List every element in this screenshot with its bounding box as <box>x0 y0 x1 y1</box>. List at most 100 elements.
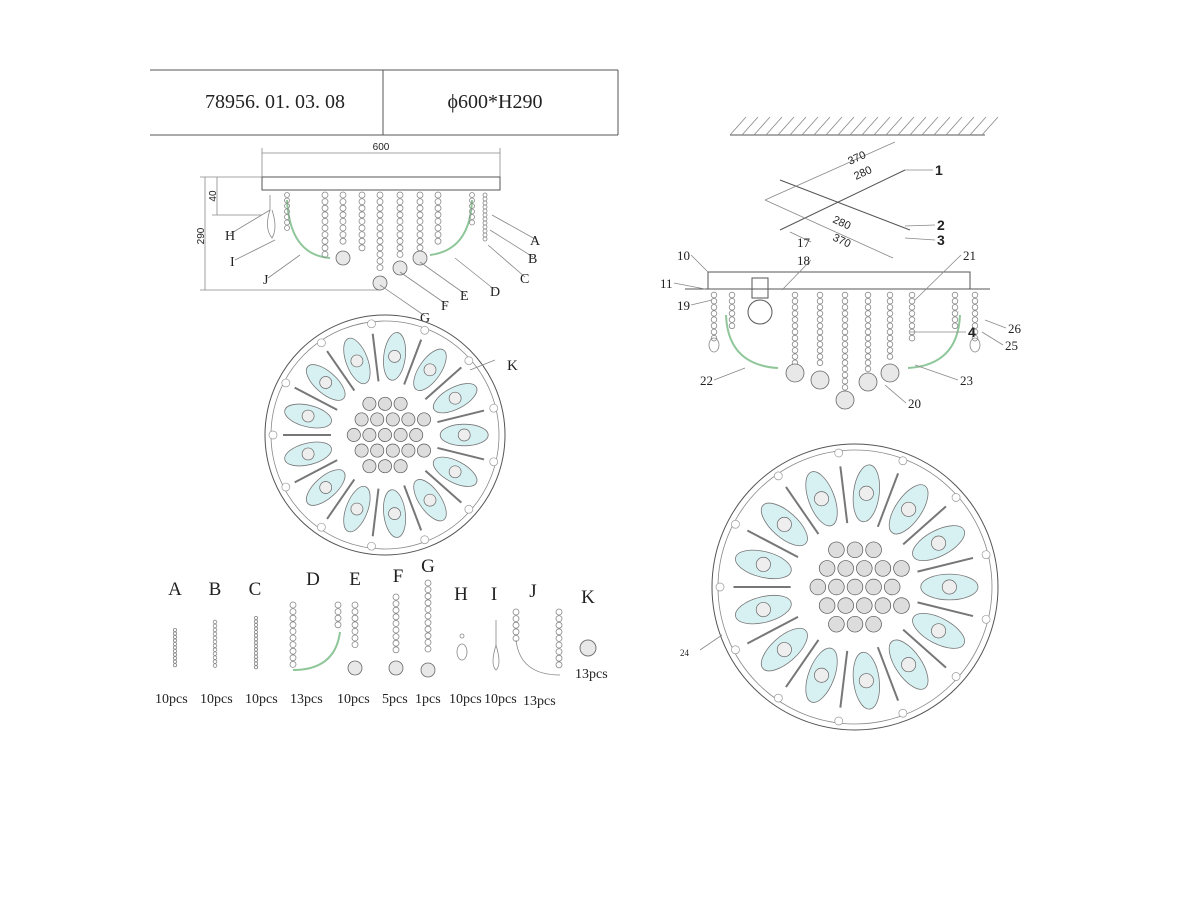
part-qty-i: 10pcs <box>484 692 517 707</box>
crystal-bead <box>289 641 297 648</box>
crystal-bead <box>289 628 297 635</box>
title-block: 78956. 01. 03. 08 ϕ600*H290 <box>150 69 619 136</box>
crystal-bead <box>339 224 347 232</box>
rim-bead <box>951 493 961 502</box>
ceiling-hatch <box>729 116 747 136</box>
crystal-bead <box>971 297 979 305</box>
crystal-bead <box>392 626 400 634</box>
crystal-bead <box>482 196 488 202</box>
crystal-rod <box>437 446 485 461</box>
crystal-bead <box>284 219 290 226</box>
label-f: F <box>441 299 449 314</box>
crystal-bead <box>951 322 959 329</box>
crystal-bead <box>172 645 177 650</box>
crystal-bead <box>816 347 824 354</box>
crystal-bead <box>212 647 218 652</box>
crystal-bead <box>339 198 347 206</box>
crystal-bead <box>253 644 258 649</box>
rim-bead <box>317 338 326 348</box>
crystal-bead <box>424 625 432 633</box>
crystal-bead <box>791 328 799 336</box>
crystal-bead <box>512 615 520 622</box>
ceiling-hatch <box>801 116 819 136</box>
leader-line <box>379 284 426 317</box>
crystal-bead <box>339 211 347 219</box>
leader-line <box>690 254 709 273</box>
rim-bead <box>981 614 991 624</box>
rim-bead <box>898 456 908 466</box>
crystal-bead <box>289 647 297 655</box>
crystal-bead <box>710 322 718 329</box>
crystal-bead <box>841 384 849 391</box>
pendant-drop <box>267 195 276 239</box>
dim-280-2: 280 <box>831 214 853 233</box>
ceiling-hatch <box>981 116 999 136</box>
leader-line <box>454 257 496 291</box>
crystal-bead <box>424 645 432 653</box>
crystal-bead <box>253 661 258 666</box>
parts-list: A10pcsB10pcsC10pcsD13pcsE10pcsF5pcsG1pcs… <box>155 556 608 709</box>
dim-height: 290 <box>196 227 207 244</box>
crystal-bead <box>253 658 258 663</box>
crystal-rod <box>839 650 849 708</box>
dim-370-0: 370 <box>846 149 868 168</box>
crystal-bead <box>321 250 329 258</box>
crystal-bead <box>253 623 258 628</box>
center-ball <box>346 428 361 442</box>
crystal-rod <box>902 628 947 669</box>
center-ball <box>883 578 901 596</box>
ceiling-hatch <box>885 116 903 136</box>
crystal-bead <box>841 359 849 366</box>
crystal-bead <box>289 634 297 642</box>
callout-17: 17 <box>797 235 811 250</box>
crystal-bead <box>951 291 959 299</box>
crystal-bead <box>886 322 894 329</box>
crystal-bead <box>351 601 359 609</box>
part-qty-f: 5pcs <box>382 692 408 707</box>
crystal-bead <box>816 341 824 348</box>
callout-23: 23 <box>960 373 973 388</box>
crystal-bead <box>710 304 718 311</box>
rim-bead <box>731 645 740 655</box>
ceiling-hatch <box>861 116 879 136</box>
part-qty-k: 13pcs <box>575 667 608 682</box>
crystal-bead <box>212 631 218 637</box>
outer-ring <box>264 314 506 556</box>
part-qty-c: 10pcs <box>245 692 278 707</box>
rim-bead <box>420 325 430 335</box>
crystal-bead <box>289 661 297 668</box>
center-ball <box>362 428 377 442</box>
crystal-bead <box>376 198 384 206</box>
rim-bead <box>773 693 783 703</box>
crystal-bead <box>951 297 959 305</box>
center-ball <box>874 560 892 577</box>
crystal-bead <box>434 198 442 206</box>
crystal-bead <box>212 651 218 656</box>
crystal-bead <box>841 353 849 360</box>
crystal-rod <box>917 601 974 618</box>
crystal-bead <box>482 212 488 218</box>
center-ball <box>874 597 892 614</box>
part-d-curve <box>292 631 341 671</box>
crystal-bead <box>376 217 384 225</box>
ceiling-hatch <box>921 116 939 136</box>
crystal-bead <box>864 353 872 360</box>
crystal-ball <box>392 260 408 276</box>
crystal-bead <box>951 304 959 311</box>
center-ball <box>370 443 385 458</box>
crystal-bead <box>791 334 799 342</box>
crystal-bead <box>396 198 404 206</box>
crystal-rod <box>876 646 900 702</box>
crystal-bead <box>864 322 872 329</box>
crystal-bead <box>424 619 432 626</box>
rim-bead <box>834 448 844 458</box>
crystal-bead <box>253 626 258 631</box>
rim-bead <box>981 550 991 560</box>
petal-ball <box>814 491 830 507</box>
part-letter-b: B <box>209 579 222 600</box>
crystal-bead <box>376 250 384 258</box>
callout-25: 25 <box>1005 338 1018 353</box>
pendant-drop <box>969 337 981 353</box>
petal-ball <box>388 507 401 520</box>
crystal-rod <box>326 350 356 392</box>
